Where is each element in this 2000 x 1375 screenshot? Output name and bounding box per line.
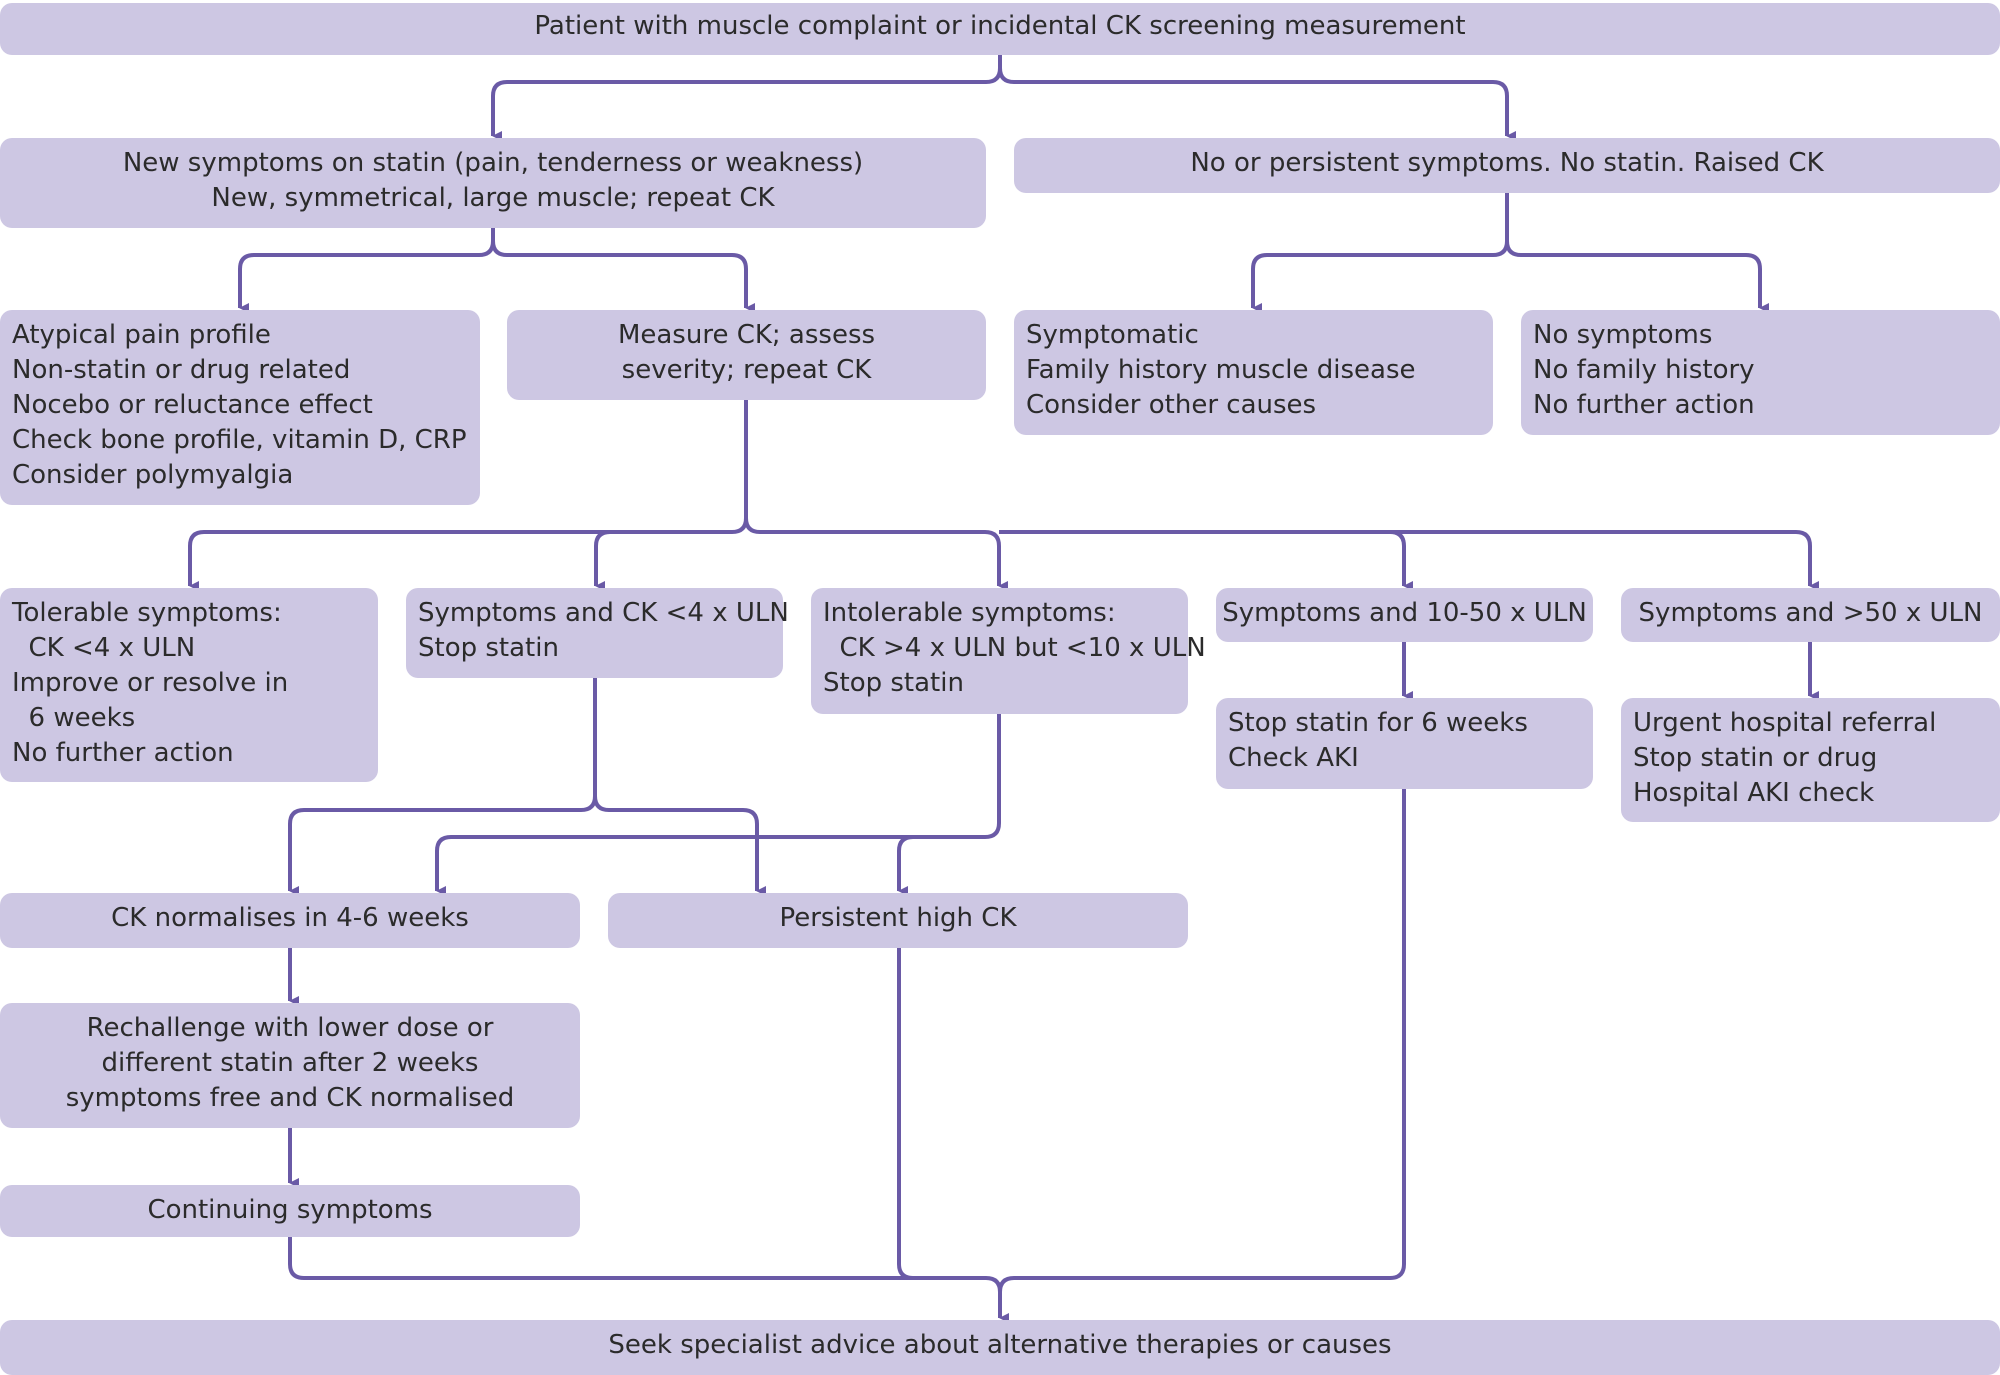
start-text: Patient with muscle complaint or inciden… bbox=[534, 11, 1466, 41]
no-symptoms-line-3: No further action bbox=[1533, 390, 1755, 420]
tolerable-box: Tolerable symptoms: CK <4 x ULN Improve … bbox=[0, 588, 378, 782]
atypical-line-1: Atypical pain profile bbox=[12, 320, 271, 350]
connector bbox=[999, 530, 1413, 591]
symptomatic-line-1: Symptomatic bbox=[1026, 320, 1199, 350]
atypical-line-3: Nocebo or reluctance effect bbox=[12, 390, 373, 420]
connector bbox=[491, 55, 1002, 141]
no-symptoms-line-2: No family history bbox=[1533, 355, 1755, 385]
intolerable-box: Intolerable symptoms: CK >4 x ULN but <1… bbox=[811, 588, 1206, 714]
statin-new-box: New symptoms on statin (pain, tenderness… bbox=[0, 138, 986, 228]
no-statin-box: No or persistent symptoms. No statin. Ra… bbox=[1014, 138, 2000, 193]
symptomatic-line-2: Family history muscle disease bbox=[1026, 355, 1416, 385]
ck-normalises-box: CK normalises in 4-6 weeks bbox=[0, 893, 580, 948]
ck-gt50-box: Symptoms and >50 x ULN bbox=[1621, 588, 2000, 642]
measure-ck-line-1: Measure CK; assess bbox=[617, 320, 876, 350]
rechallenge-line-2: different statin after 2 weeks bbox=[101, 1048, 479, 1078]
no-statin-text: No or persistent symptoms. No statin. Ra… bbox=[1190, 148, 1824, 178]
urgent-line-2: Stop statin or drug bbox=[1633, 743, 1878, 773]
rechallenge-line-1: Rechallenge with lower dose or bbox=[86, 1013, 494, 1043]
measure-ck-box: Measure CK; assess severity; repeat CK bbox=[507, 310, 986, 400]
specialist-box: Seek specialist advice about alternative… bbox=[0, 1320, 2000, 1375]
atypical-box: Atypical pain profile Non-statin or drug… bbox=[0, 310, 480, 505]
symptomatic-line-3: Consider other causes bbox=[1026, 390, 1317, 420]
connector bbox=[998, 67, 1516, 141]
tolerable-line-4: 6 weeks bbox=[12, 703, 136, 733]
tolerable-line-2: CK <4 x ULN bbox=[12, 633, 196, 663]
urgent-line-1: Urgent hospital referral bbox=[1633, 708, 1937, 738]
rechallenge-line-3: symptoms free and CK normalised bbox=[65, 1083, 515, 1113]
connector bbox=[897, 835, 914, 896]
connector bbox=[594, 530, 611, 591]
tolerable-line-5: No further action bbox=[12, 738, 234, 768]
persistent-box: Persistent high CK bbox=[608, 893, 1188, 948]
ck-10-50-text: Symptoms and 10-50 x ULN bbox=[1222, 598, 1587, 628]
tolerable-line-3: Improve or resolve in bbox=[12, 668, 289, 698]
tolerable-line-1: Tolerable symptoms: bbox=[12, 598, 282, 628]
ck-gt50-text: Symptoms and >50 x ULN bbox=[1638, 598, 1983, 628]
continuing-text: Continuing symptoms bbox=[147, 1195, 433, 1225]
atypical-line-4: Check bone profile, vitamin D, CRP bbox=[12, 425, 467, 455]
stop-6wk-line-1: Stop statin for 6 weeks bbox=[1228, 708, 1528, 738]
ck-normalises-text: CK normalises in 4-6 weeks bbox=[111, 903, 469, 933]
connector bbox=[1251, 193, 1509, 313]
intolerable-line-3: Stop statin bbox=[823, 668, 964, 698]
connector bbox=[744, 517, 1008, 591]
connector bbox=[435, 714, 1001, 896]
ck-lt4-line-2: Stop statin bbox=[418, 633, 559, 663]
statin-new-line-1: New symptoms on statin (pain, tenderness… bbox=[122, 148, 864, 178]
atypical-line-2: Non-statin or drug related bbox=[12, 355, 351, 385]
connector bbox=[593, 795, 766, 896]
ck-lt4-box: Symptoms and CK <4 x ULN Stop statin bbox=[406, 588, 789, 678]
connector bbox=[897, 948, 914, 1280]
intolerable-line-1: Intolerable symptoms: bbox=[823, 598, 1116, 628]
specialist-text: Seek specialist advice about alternative… bbox=[608, 1330, 1392, 1360]
urgent-line-3: Hospital AKI check bbox=[1633, 778, 1875, 808]
ck-lt4-line-1: Symptoms and CK <4 x ULN bbox=[418, 598, 789, 628]
connector bbox=[1505, 240, 1769, 313]
stop-6wk-line-2: Check AKI bbox=[1228, 743, 1359, 773]
no-symptoms-box: No symptoms No family history No further… bbox=[1521, 310, 2000, 435]
connector bbox=[238, 228, 495, 313]
symptomatic-box: Symptomatic Family history muscle diseas… bbox=[1014, 310, 1493, 435]
connector bbox=[1390, 530, 1819, 591]
persistent-text: Persistent high CK bbox=[779, 903, 1017, 933]
ck-10-50-box: Symptoms and 10-50 x ULN bbox=[1216, 588, 1593, 642]
continuing-box: Continuing symptoms bbox=[0, 1185, 580, 1237]
connector bbox=[491, 240, 755, 313]
connector bbox=[998, 789, 1406, 1293]
intolerable-line-2: CK >4 x ULN but <10 x ULN bbox=[823, 633, 1206, 663]
urgent-box: Urgent hospital referral Stop statin or … bbox=[1621, 698, 2000, 822]
rechallenge-box: Rechallenge with lower dose or different… bbox=[0, 1003, 580, 1128]
stop-6wk-box: Stop statin for 6 weeks Check AKI bbox=[1216, 698, 1593, 789]
atypical-line-5: Consider polymyalgia bbox=[12, 460, 294, 490]
statin-new-line-2: New, symmetrical, large muscle; repeat C… bbox=[211, 183, 775, 213]
connector bbox=[288, 1237, 1009, 1323]
start-box: Patient with muscle complaint or inciden… bbox=[0, 3, 2000, 55]
measure-ck-line-2: severity; repeat CK bbox=[621, 355, 872, 385]
no-symptoms-line-1: No symptoms bbox=[1533, 320, 1713, 350]
